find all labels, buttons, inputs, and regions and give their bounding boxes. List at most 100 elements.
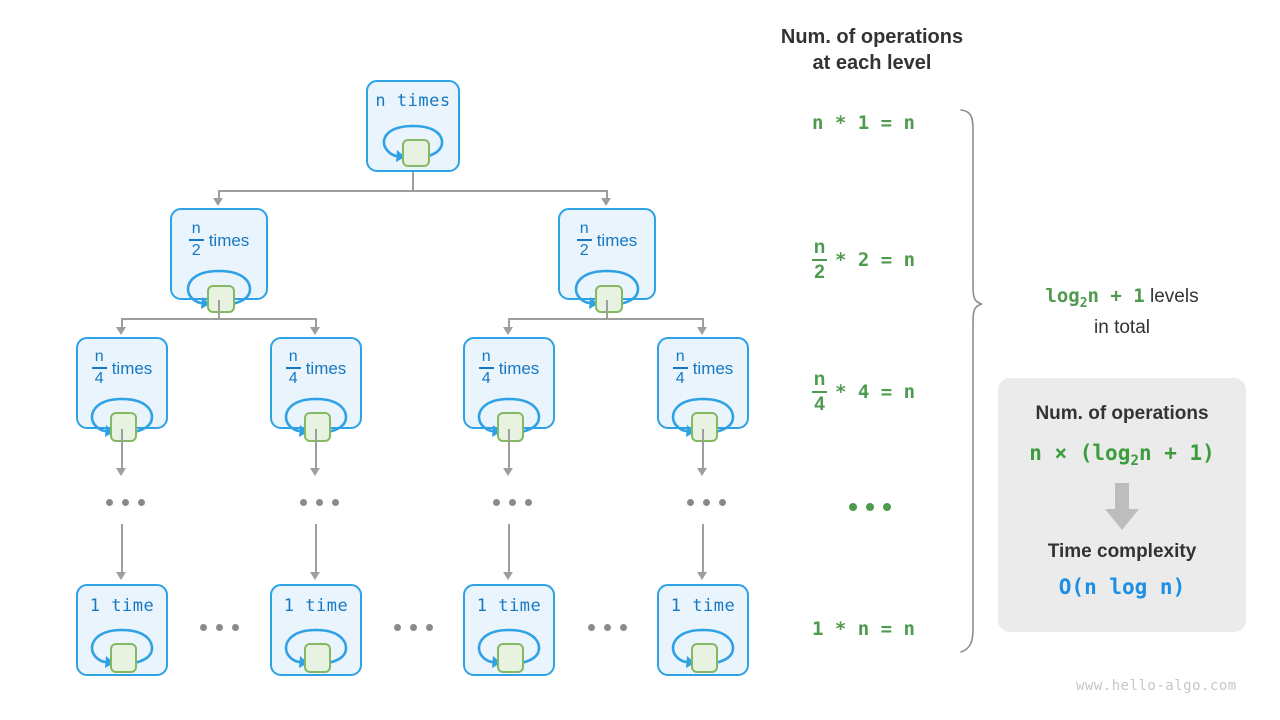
tree-node-level4-1[interactable]: 1 time xyxy=(270,584,362,676)
inner-operation-box xyxy=(110,412,137,442)
node-label: n times xyxy=(375,91,451,111)
tree-node-level4-0[interactable]: 1 time xyxy=(76,584,168,676)
fraction-denominator: 4 xyxy=(814,394,825,415)
tree-node-level2-1[interactable]: n 2 times xyxy=(558,208,656,313)
fraction-denominator: 4 xyxy=(675,370,685,387)
arrowhead-dots-1 xyxy=(310,468,320,476)
operations-row-1-tail: * 2 = n xyxy=(835,249,916,271)
fraction: n 4 xyxy=(672,348,688,387)
connector-l1-drop-0 xyxy=(218,190,220,200)
inner-operation-box xyxy=(691,412,718,442)
horizontal-ellipsis-2 xyxy=(588,624,627,631)
connector-l2b-drop-1 xyxy=(702,318,704,329)
fraction-bar xyxy=(576,239,592,241)
connector-l2a-stem xyxy=(218,300,220,320)
fraction-numerator: n xyxy=(675,348,685,365)
down-arrow-icon xyxy=(1105,483,1139,531)
node-label: 1 time xyxy=(283,596,349,616)
tree-node-level3-2[interactable]: n 4 times xyxy=(463,337,555,442)
arrowhead-l3-3 xyxy=(697,327,707,335)
connector-l2a-drop-0 xyxy=(121,318,123,329)
fraction-denominator: 4 xyxy=(288,370,298,387)
operations-row-2: n 4 * 4 = n xyxy=(812,370,915,414)
levels-note: log2n + 1 levels in total xyxy=(992,283,1252,341)
arrowhead-l4-2 xyxy=(503,572,513,580)
result-card: Num. of operations n × (log2n + 1) Time … xyxy=(998,378,1246,632)
card-complexity-value: O(n log n) xyxy=(1058,575,1186,600)
operations-column-heading: Num. of operations at each level xyxy=(780,26,964,75)
fraction-numerator: n xyxy=(579,220,589,237)
tree-node-level3-3[interactable]: n 4 times xyxy=(657,337,749,442)
connector-l1-drop-1 xyxy=(606,190,608,200)
arrowhead-l2-1 xyxy=(601,198,611,206)
self-loop xyxy=(84,624,160,673)
fraction-numerator: n xyxy=(813,369,826,390)
arrowhead-l3-2 xyxy=(503,327,513,335)
self-loop xyxy=(278,393,354,442)
operations-row-0-text: n * 1 = n xyxy=(812,112,915,134)
fraction-numerator: n xyxy=(191,220,201,237)
node-label-suffix: times xyxy=(596,230,638,250)
card-operations-title: Num. of operations xyxy=(1035,403,1209,424)
inner-operation-box xyxy=(207,285,235,313)
connector-l2b-bus xyxy=(508,318,704,320)
connector-l3-1-down xyxy=(315,429,317,471)
node-label-suffix: times xyxy=(111,358,153,378)
node-label-suffix: times xyxy=(498,358,540,378)
vertical-ellipsis-3 xyxy=(687,499,726,506)
node-label-suffix: times xyxy=(305,358,347,378)
node-label: n 2 times xyxy=(576,220,638,259)
connector-l1-bus xyxy=(218,190,608,192)
self-loop xyxy=(375,120,451,167)
fraction-bar xyxy=(812,391,827,393)
node-label: n 4 times xyxy=(672,348,733,387)
vertical-ellipsis-2 xyxy=(493,499,532,506)
operations-row-0: n * 1 = n xyxy=(812,112,915,134)
levels-second-line: in total xyxy=(1094,316,1150,338)
tree-node-level2-0[interactable]: n 2 times xyxy=(170,208,268,313)
fraction-bar xyxy=(91,367,107,369)
fraction: n 2 xyxy=(576,220,592,259)
self-loop xyxy=(471,393,547,442)
levels-formula: log2n + 1 xyxy=(1045,285,1145,311)
fraction: n 4 xyxy=(478,348,494,387)
operations-row-ellipsis xyxy=(849,503,891,511)
connector-dots-0-down xyxy=(121,524,123,574)
self-loop xyxy=(665,624,741,673)
connector-l2a-drop-1 xyxy=(315,318,317,329)
fraction-bar xyxy=(812,259,827,261)
levels-trailing: levels xyxy=(1144,286,1199,307)
node-label: 1 time xyxy=(89,596,155,616)
horizontal-ellipsis-1 xyxy=(394,624,433,631)
self-loop xyxy=(567,265,647,313)
operations-row-1: n 2 * 2 = n xyxy=(812,238,915,282)
self-loop xyxy=(84,393,160,442)
node-label: 1 time xyxy=(670,596,736,616)
inner-operation-box xyxy=(304,643,331,673)
connector-l2b-drop-0 xyxy=(508,318,510,329)
fraction: n 4 xyxy=(812,370,827,414)
fraction-numerator: n xyxy=(94,348,104,365)
self-loop xyxy=(471,624,547,673)
fraction-bar xyxy=(672,367,688,369)
tree-node-level4-2[interactable]: 1 time xyxy=(463,584,555,676)
tree-node-level3-1[interactable]: n 4 times xyxy=(270,337,362,442)
fraction-bar xyxy=(285,367,301,369)
node-label: n 4 times xyxy=(478,348,540,387)
inner-operation-box xyxy=(402,139,430,167)
operations-row-4: 1 * n = n xyxy=(812,618,915,640)
fraction-denominator: 4 xyxy=(481,370,491,387)
connector-dots-2-down xyxy=(508,524,510,574)
connector-l2a-bus xyxy=(121,318,317,320)
fraction: n 4 xyxy=(91,348,107,387)
inner-operation-box xyxy=(304,412,331,442)
connector-dots-1-down xyxy=(315,524,317,574)
arrowhead-l4-1 xyxy=(310,572,320,580)
inner-operation-box xyxy=(691,643,718,673)
tree-node-level1-0[interactable]: n times xyxy=(366,80,460,172)
connector-l3-2-down xyxy=(508,429,510,471)
tree-node-level4-3[interactable]: 1 time xyxy=(657,584,749,676)
fraction-numerator: n xyxy=(481,348,491,365)
tree-node-level3-0[interactable]: n 4 times xyxy=(76,337,168,442)
self-loop xyxy=(179,265,259,313)
